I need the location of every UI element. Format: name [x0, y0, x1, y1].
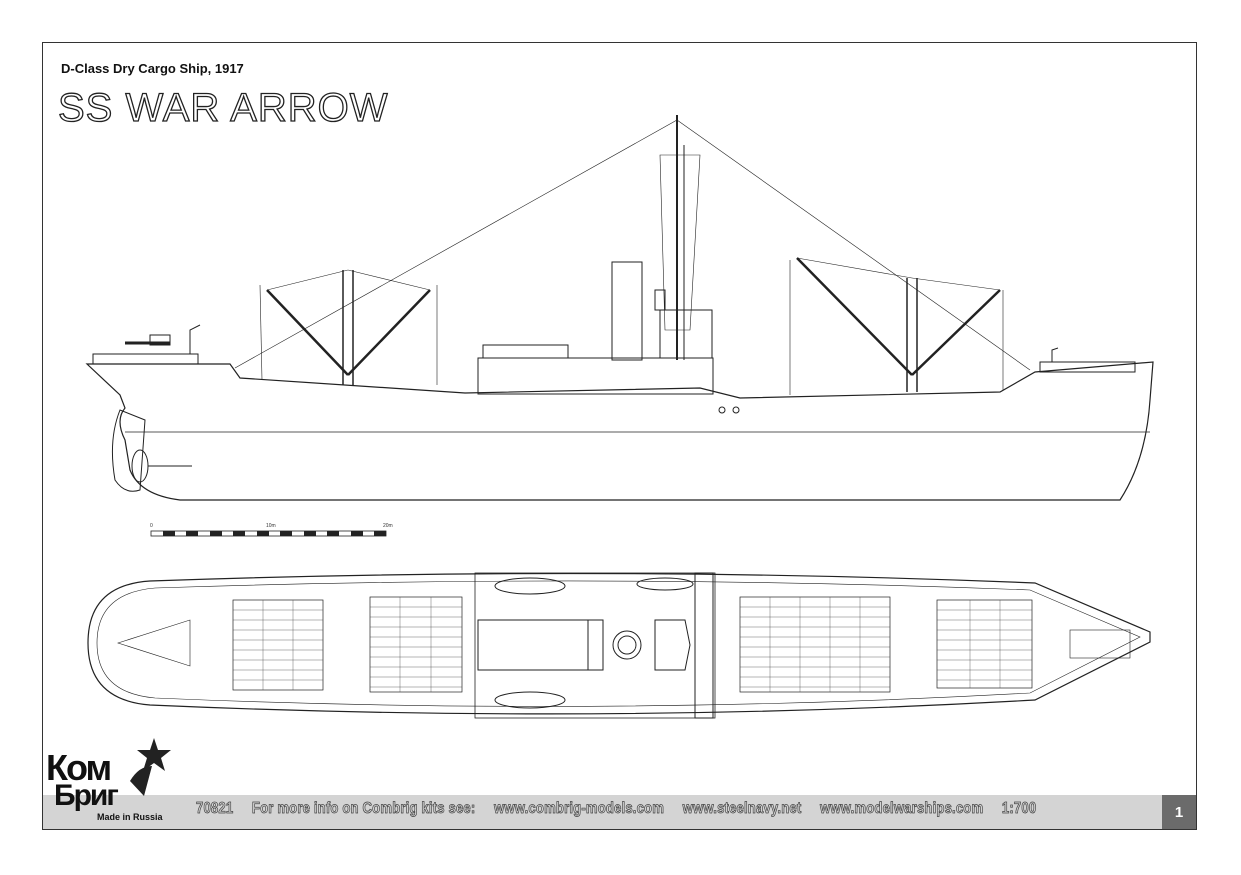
made-in-russia: Made in Russia	[97, 812, 163, 822]
logo-line-2: Бриг	[54, 779, 119, 812]
link-steelnavy[interactable]: www.steelnavy.net	[682, 800, 802, 818]
scale-bar	[150, 530, 387, 537]
footer-band	[43, 795, 1196, 829]
page-number: 1	[1162, 795, 1196, 829]
deck-plan-view	[87, 572, 1151, 719]
link-combrig[interactable]: www.combrig-models.com	[494, 800, 665, 818]
scale-label-0: 0	[150, 523, 153, 529]
drawing-frame	[42, 42, 1197, 830]
logo-star-icon	[130, 738, 171, 796]
info-text: For more info on Combrig kits see:	[251, 800, 476, 818]
ship-name-title: SS WAR ARROW	[57, 85, 389, 130]
logo-line-1: Ком	[46, 747, 112, 788]
combrig-logo: Ком Бриг	[44, 736, 184, 828]
model-scale: 1:700	[1001, 800, 1037, 818]
ship-class-subtitle: D-Class Dry Cargo Ship, 1917	[61, 61, 244, 76]
scale-label-20m: 20m	[383, 523, 393, 529]
side-profile-view	[85, 115, 1154, 501]
scale-label-10m: 10m	[266, 523, 276, 529]
link-modelwarships[interactable]: www.modelwarships.com	[819, 800, 984, 818]
kit-number: 70821	[196, 800, 234, 818]
footer-info: 70821 For more info on Combrig kits see:…	[196, 800, 1051, 818]
